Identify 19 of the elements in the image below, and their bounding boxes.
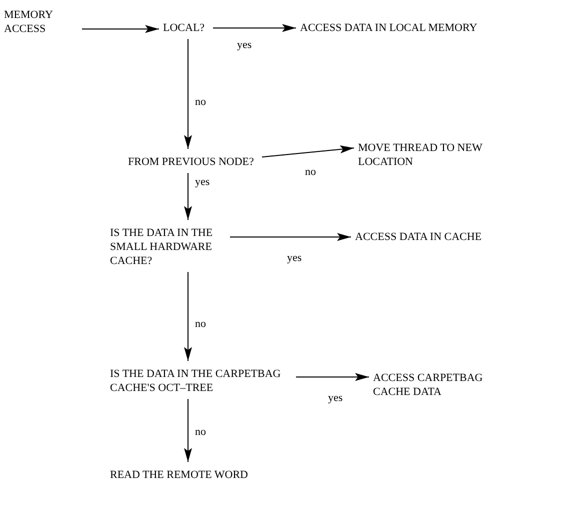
arrow <box>184 172 192 220</box>
step-text: MOVE THREAD TO NEW LOCATION <box>358 141 518 169</box>
step-text: ACCESS DATA IN CACHE <box>355 230 482 244</box>
arrow <box>262 145 354 158</box>
arrow <box>82 25 160 33</box>
arrow <box>296 373 370 381</box>
arrow <box>212 24 296 32</box>
step-text: LOCAL? <box>163 21 205 35</box>
arrow <box>230 233 352 241</box>
step-text: IS THE DATA IN THE SMALL HARDWARE CACHE? <box>110 226 222 268</box>
step-text: IS THE DATA IN THE CARPETBAG CACHE'S OCT–TREE <box>110 367 288 395</box>
step-text: READ THE REMOTE WORD <box>110 468 248 482</box>
step-text: ACCESS DATA IN LOCAL MEMORY <box>300 21 478 35</box>
step-text: ACCESS CARPETBAG CACHE DATA <box>373 371 495 399</box>
arrow <box>184 272 192 362</box>
arrow <box>184 398 192 462</box>
arrow <box>184 38 192 150</box>
step-text: MEMORY ACCESS <box>4 8 74 36</box>
step-text: FROM PREVIOUS NODE? <box>128 155 254 169</box>
